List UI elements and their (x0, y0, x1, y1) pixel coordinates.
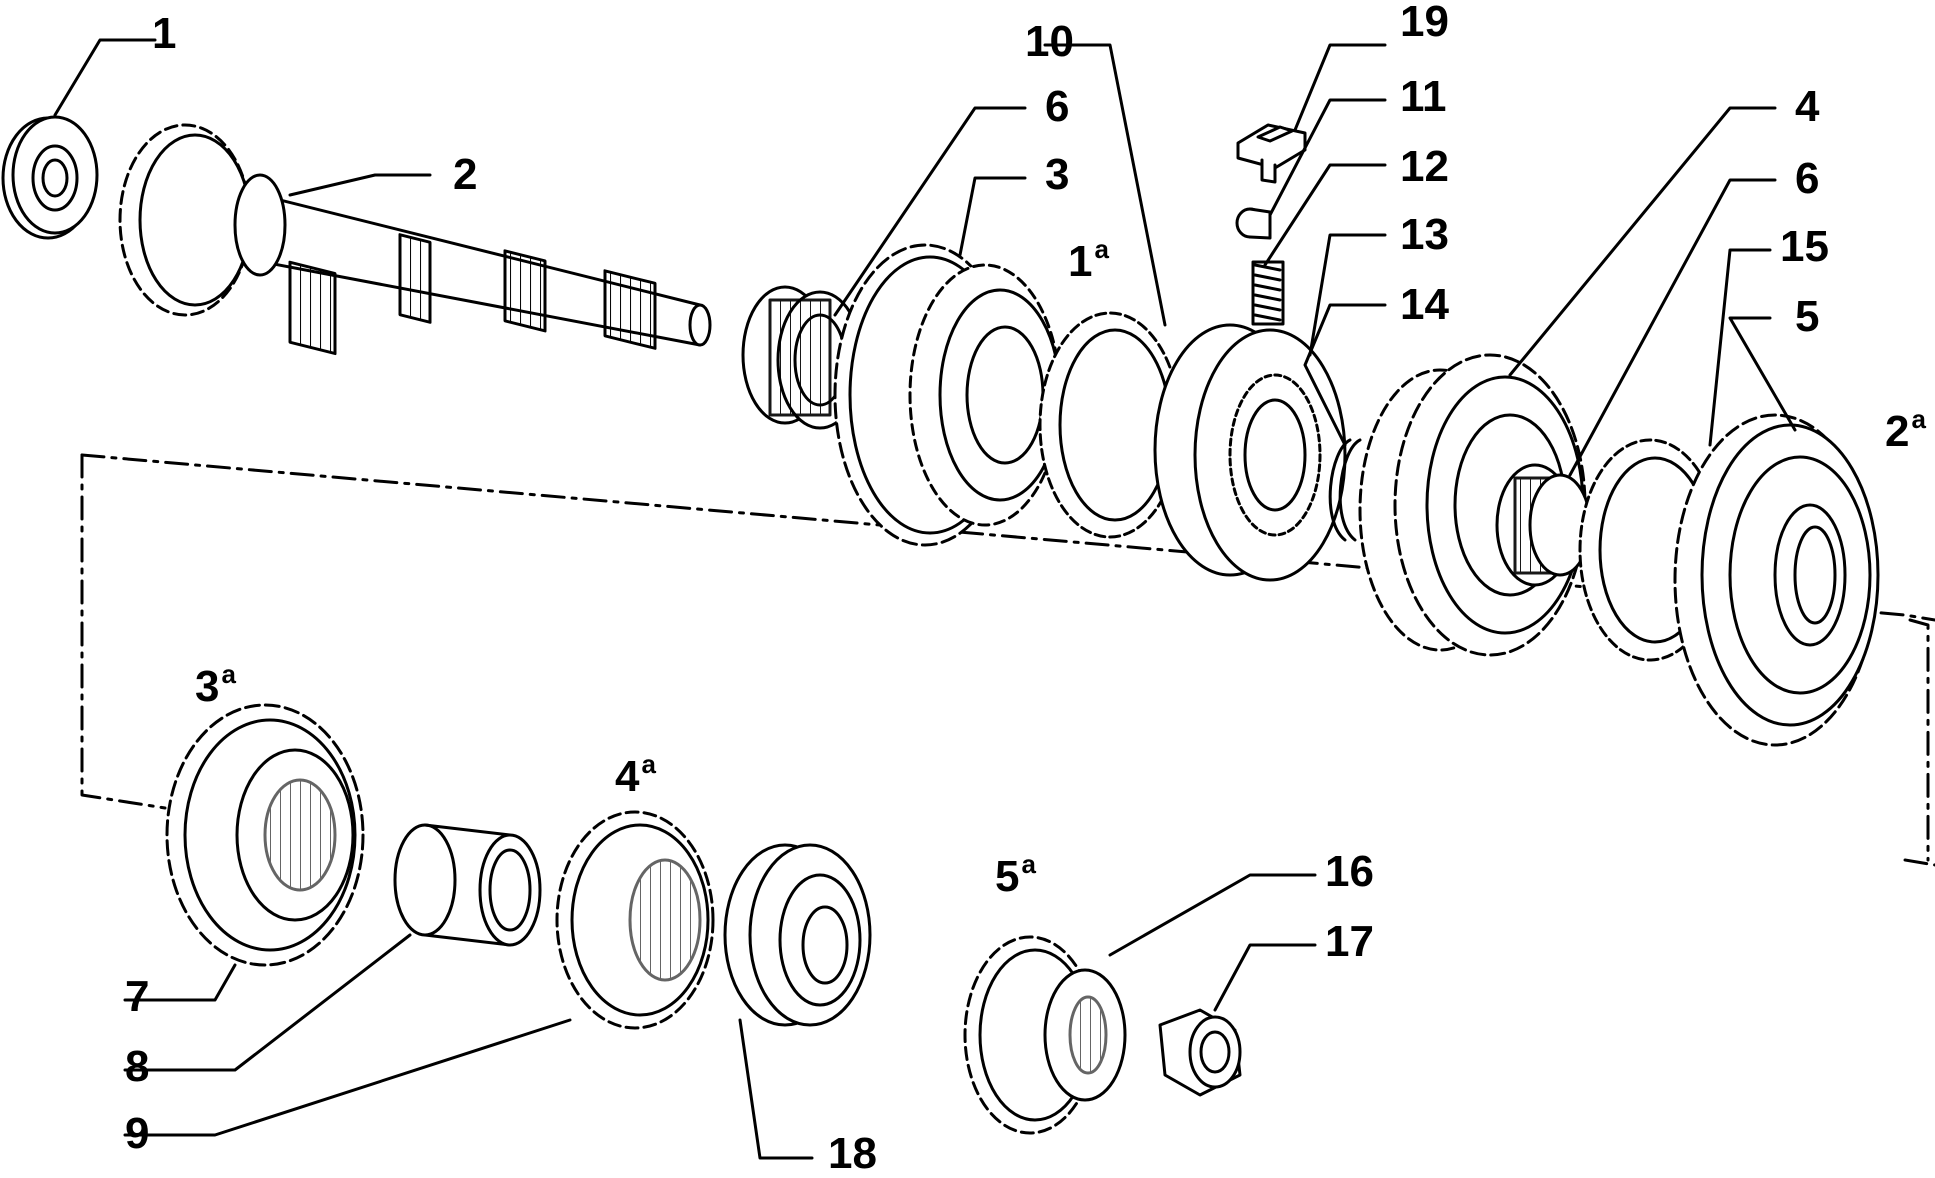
callout-2: 2 (453, 150, 478, 199)
callout-18: 18 (828, 1129, 877, 1178)
gear-part-7 (165, 703, 365, 967)
callout-16: 16 (1325, 847, 1374, 896)
callout-10: 10 (1025, 17, 1074, 66)
callout-6a: 6 (1045, 82, 1070, 131)
callout-8: 8 (125, 1042, 150, 1091)
synchro-ring-part-10 (1038, 311, 1182, 539)
callout-15: 15 (1780, 222, 1829, 271)
ordinal-num: 3 (195, 662, 220, 711)
bushing-part-8 (393, 823, 542, 947)
callout-13: 13 (1400, 210, 1449, 259)
ordinal-num: 1 (1068, 237, 1093, 286)
callout-9: 9 (125, 1109, 150, 1158)
gear-ordinal-2a: 2a (1885, 406, 1926, 456)
gear-ordinal-4a: 4a (615, 751, 656, 801)
alignment-line (80, 453, 167, 810)
alignment-line-diagonal (80, 453, 1935, 622)
ordinal-sup: a (221, 659, 236, 689)
gear-part-16 (963, 935, 1127, 1135)
callout-14: 14 (1400, 280, 1449, 329)
callout-3: 3 (1045, 150, 1070, 199)
alignment-line-right (1903, 618, 1935, 867)
needle-bearing-part-6-right (1495, 463, 1592, 587)
ordinal-num: 4 (615, 752, 640, 801)
callout-11: 11 (1400, 72, 1447, 121)
synchro-cone-part-18 (723, 843, 872, 1027)
ordinal-sup: a (1021, 849, 1036, 879)
ordinal-num: 5 (995, 852, 1020, 901)
main-shaft-part-2 (118, 123, 712, 356)
ordinal-num: 2 (1885, 407, 1910, 456)
callout-7: 7 (125, 972, 150, 1021)
leader-lines (53, 38, 1797, 1160)
callout-4: 4 (1795, 82, 1820, 131)
callout-6b: 6 (1795, 154, 1820, 203)
synchro-hub-part-13 (1153, 323, 1347, 582)
gear-ordinal-5a: 5a (995, 851, 1036, 901)
callout-17: 17 (1325, 917, 1374, 966)
spring-part-12 (1251, 260, 1285, 326)
ordinal-sup: a (641, 749, 656, 779)
gear-ordinal-3a: 3a (195, 661, 236, 711)
nut-part-17 (1158, 1008, 1242, 1097)
gear-ordinal-1a: 1a (1068, 236, 1109, 286)
bearing-part-1 (1, 115, 99, 240)
detent-plug-part-11 (1235, 207, 1272, 240)
gear-part-9 (555, 810, 715, 1030)
callout-1: 1 (152, 9, 177, 58)
gear-part-5 (1673, 413, 1880, 747)
gear-part-3 (833, 243, 1062, 547)
ordinal-sup: a (1094, 234, 1109, 264)
callout-19: 19 (1400, 0, 1449, 46)
key-part-19 (1236, 123, 1307, 184)
callout-12: 12 (1400, 142, 1449, 191)
ordinal-sup: a (1911, 404, 1926, 434)
callout-5: 5 (1795, 292, 1820, 341)
